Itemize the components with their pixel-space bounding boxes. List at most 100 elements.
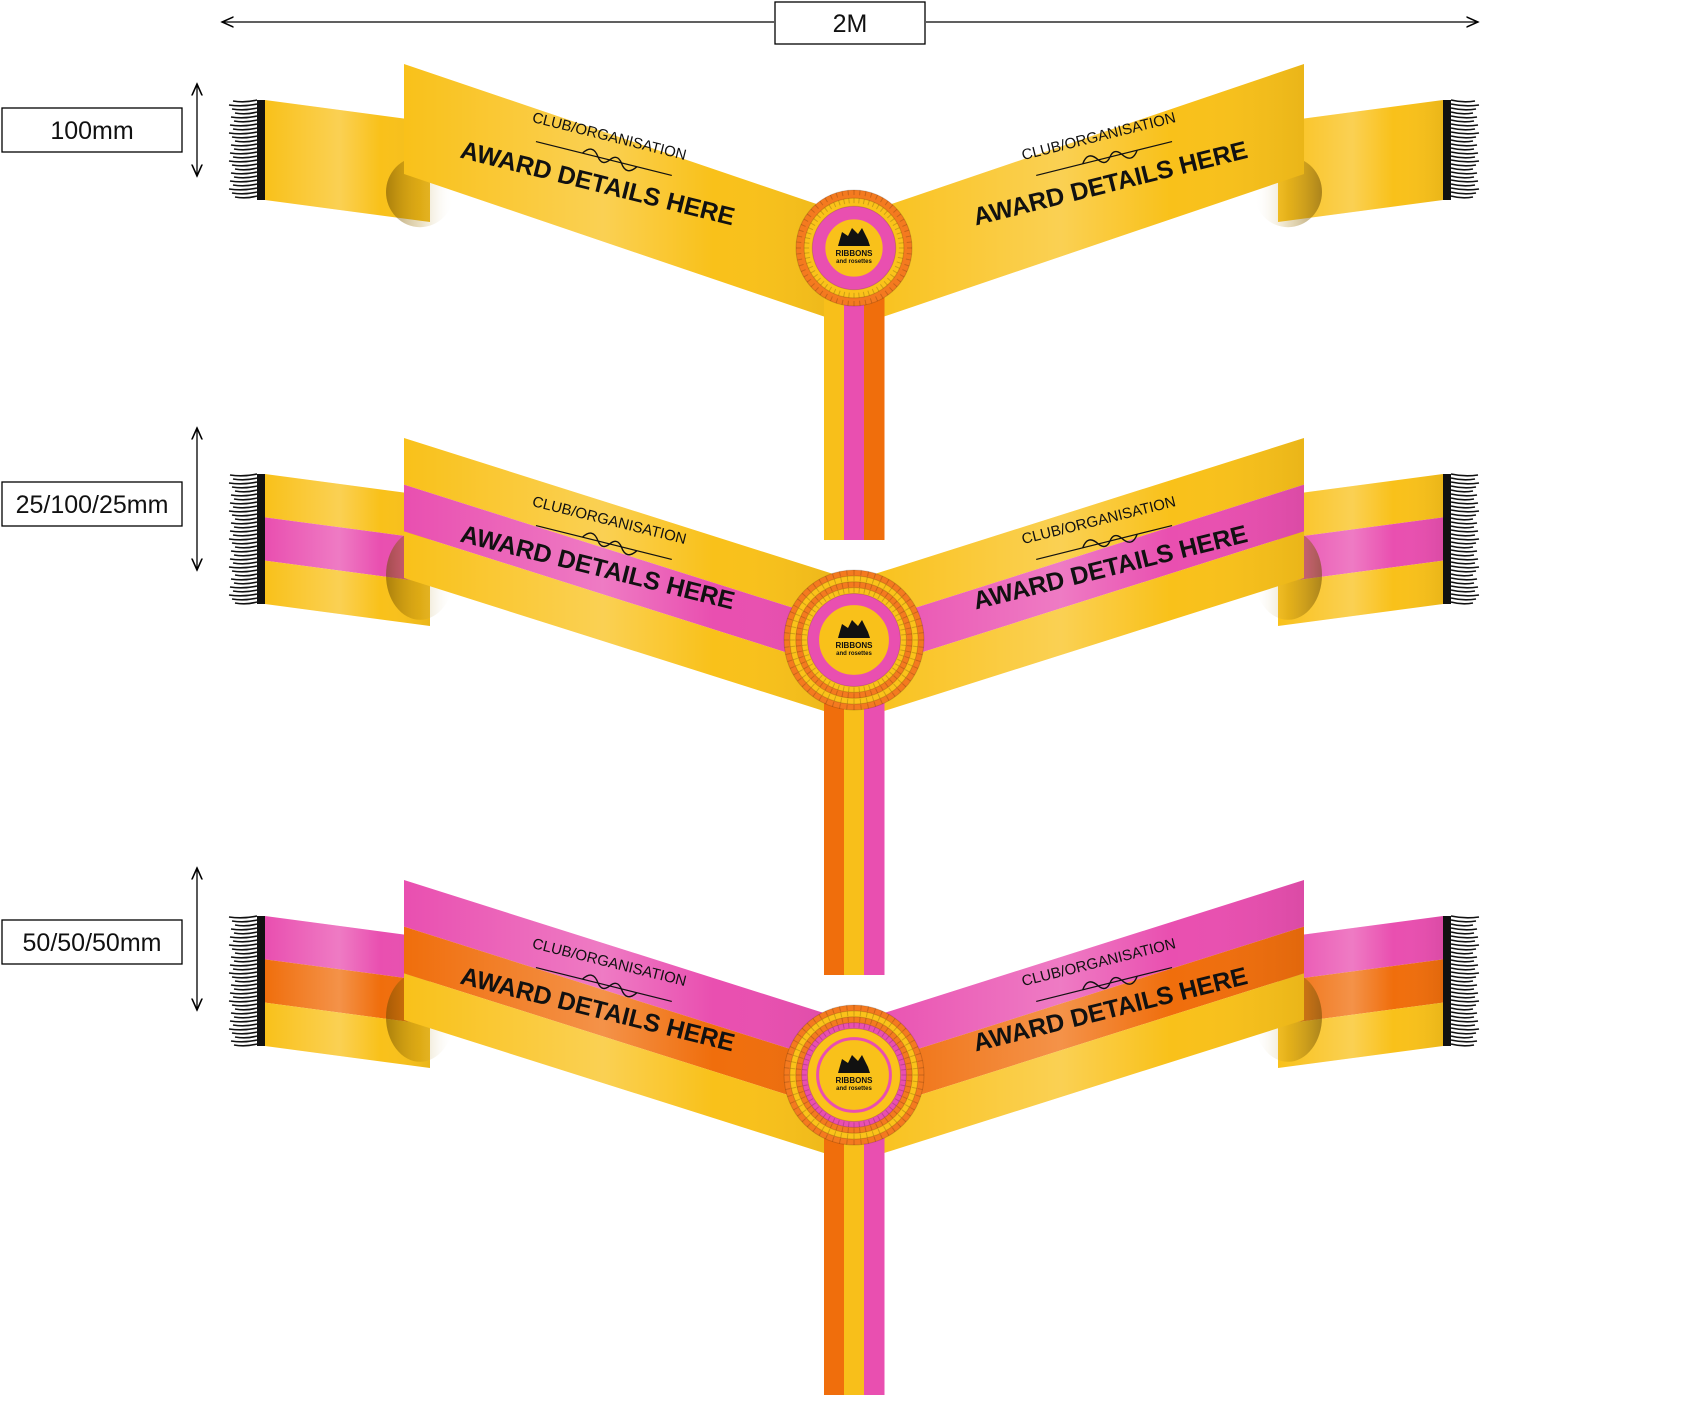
pleat: [879, 699, 883, 705]
pleat: [867, 200, 870, 206]
pleat: [831, 573, 835, 579]
pleat: [810, 600, 815, 605]
fringe-thread: [228, 971, 258, 975]
fringe-thread: [233, 553, 258, 557]
pleat: [810, 283, 815, 288]
fringe-thread: [231, 919, 258, 923]
pleat: [801, 1079, 807, 1081]
pleat: [899, 1101, 905, 1105]
pleat: [801, 1109, 807, 1114]
fringe-thread: [1450, 179, 1479, 183]
pleat: [806, 1122, 811, 1128]
pleat: [829, 688, 833, 694]
fringe-left: [228, 473, 265, 605]
fringe-thread: [1450, 573, 1474, 577]
pleat: [917, 624, 923, 627]
pleat: [796, 1080, 802, 1082]
fringe-thread: [1450, 1043, 1475, 1047]
fringe-thread: [234, 573, 258, 577]
pleat: [858, 198, 860, 204]
pleat: [808, 663, 814, 667]
pleat: [804, 1089, 810, 1092]
pleat: [906, 1112, 911, 1117]
pleat: [797, 598, 802, 603]
pleat: [797, 1112, 802, 1117]
pleat: [805, 1053, 811, 1057]
pleat: [821, 690, 825, 696]
fringe-thread: [232, 589, 258, 593]
pleat: [784, 1081, 790, 1083]
pleat: [811, 1043, 816, 1048]
fringe-thread: [1450, 497, 1475, 501]
pleat: [863, 1023, 866, 1029]
pleat: [798, 1042, 804, 1046]
pleat: [875, 1021, 879, 1027]
fringe-thread: [230, 983, 258, 987]
tail-stripe-3: [864, 270, 885, 540]
pleat: [796, 627, 803, 630]
pleat: [813, 218, 818, 223]
pleat: [824, 1024, 828, 1030]
fringe-thread: [1450, 593, 1480, 597]
pleat: [902, 223, 908, 227]
height-label-2: 25/100/25mm: [16, 491, 169, 519]
pleat: [865, 1012, 868, 1018]
fringe-thread: [228, 537, 258, 541]
pleat: [796, 1062, 803, 1065]
fringe-thread: [232, 561, 258, 565]
fringe-thread: [1450, 999, 1480, 1003]
pleat: [858, 687, 860, 693]
pleat: [917, 1059, 923, 1062]
fringe-thread: [1450, 1011, 1478, 1015]
pleat: [869, 584, 873, 590]
pleat: [910, 1054, 916, 1058]
pleat: [918, 646, 924, 648]
pleat: [833, 1013, 837, 1019]
pleat: [877, 1115, 881, 1121]
pleat: [858, 292, 860, 298]
divider-line: [1036, 966, 1173, 1002]
pleat: [888, 687, 893, 693]
pleat: [827, 594, 831, 600]
flourish-icon: [582, 148, 638, 172]
left-sash-end: [228, 915, 454, 1068]
fringe-thread: [233, 959, 258, 963]
pleat: [898, 623, 904, 626]
pleat: [907, 1048, 913, 1052]
pleat: [888, 1022, 893, 1028]
pleat: [806, 232, 812, 235]
pleat: [867, 290, 870, 296]
pleat: [859, 1011, 862, 1017]
pleat: [806, 1022, 811, 1028]
pleat: [829, 194, 833, 200]
pleat: [803, 1045, 809, 1049]
pleat: [848, 687, 850, 693]
pleat: [899, 218, 905, 222]
fringe-thread: [229, 179, 258, 183]
pleat: [848, 198, 850, 204]
pleat: [810, 1110, 815, 1115]
pleat: [885, 1109, 890, 1115]
pleat: [905, 627, 912, 630]
fringe-thread: [1450, 509, 1480, 513]
flourish-icon: [1082, 975, 1138, 991]
pleat: [917, 1088, 923, 1091]
pleat: [824, 197, 828, 203]
pleat: [891, 1018, 896, 1023]
fringe-thread: [232, 1023, 258, 1027]
pleat: [865, 577, 868, 583]
pleat: [806, 261, 812, 264]
fringe-thread: [1450, 1015, 1475, 1019]
pleat: [901, 634, 907, 636]
pleat: [899, 610, 905, 614]
pleat: [901, 592, 907, 597]
pleat: [842, 686, 845, 692]
fringe-thread: [228, 481, 258, 485]
pleat: [806, 278, 812, 283]
pleat: [838, 571, 841, 577]
fringe-thread: [233, 497, 258, 501]
fringe-thread: [1450, 991, 1479, 995]
pleat: [837, 590, 840, 596]
pleat: [801, 683, 807, 688]
fringe-thread: [234, 923, 258, 927]
